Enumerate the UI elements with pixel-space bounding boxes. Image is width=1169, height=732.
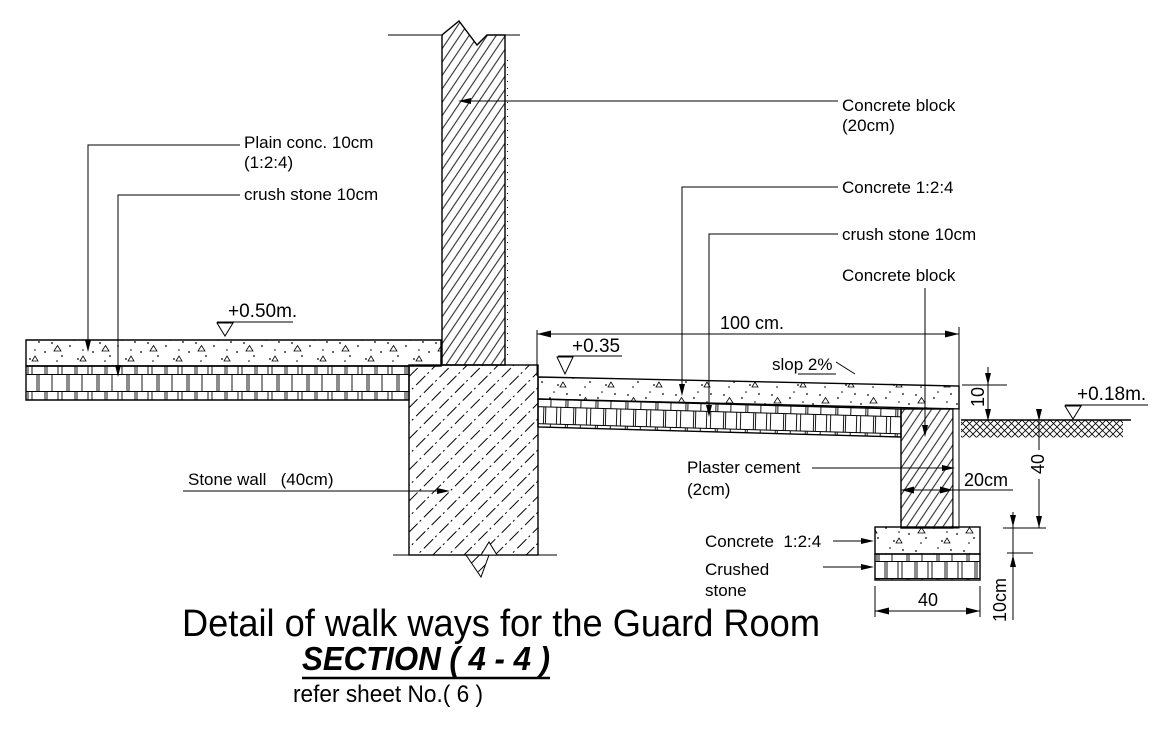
plaster-layer (952, 408, 960, 529)
footing-crushed-stone (874, 553, 981, 581)
callout-label: Plaster cement (687, 458, 801, 477)
callout-concrete-mid: Concrete 1:2:4 (679, 178, 954, 396)
callout-stone-wall: Stone wall (40cm) (183, 470, 450, 494)
dim-value: 100 cm. (720, 313, 784, 333)
callout-concrete-block-wall: Concrete block (20cm) (458, 96, 956, 135)
ground-hatch (961, 420, 1123, 438)
dim-value: 40 (918, 590, 938, 610)
stone-wall-break-notch (480, 541, 498, 556)
callout-label: Concrete block (842, 96, 956, 115)
level-marker-mid: +0.35 (556, 336, 622, 376)
callout-label: Plain conc. 10cm (244, 133, 373, 152)
callout-label: Concrete 1:2:4 (842, 178, 954, 197)
section-title: SECTION ( 4 - 4 ) (302, 640, 550, 677)
dim-value: 10cm (990, 578, 1010, 622)
callout-label: (2cm) (687, 480, 730, 499)
dim-value: 40 (1028, 454, 1048, 474)
dim-step-10: 10 (962, 367, 1007, 421)
stone-wall-hatch (408, 364, 539, 556)
level-marker-left: +0.50m. (216, 301, 297, 337)
callout-label: crush stone 10cm (244, 185, 378, 204)
reference-note: refer sheet No.( 6 ) (293, 681, 483, 708)
level-triangle-icon (216, 322, 234, 337)
dim-footing-layer-10cm: 10cm (990, 512, 1033, 622)
footing-concrete (874, 526, 981, 555)
callout-label: (20cm) (842, 116, 895, 135)
level-marker-ground: +0.18m. (1064, 384, 1148, 420)
level-triangle-icon (1064, 405, 1082, 420)
level-triangle-icon (556, 356, 574, 376)
callout-crush-stone-left: crush stone 10cm (115, 185, 378, 377)
callout-footing-crushed: Crushed stone (705, 560, 874, 600)
concrete-block-wall-hatch (441, 19, 506, 366)
left-slab-plain-concrete (25, 339, 442, 367)
dim-pillar-20cm: 20cm (901, 470, 1013, 494)
callout-concrete-block-pillar: Concrete block (842, 266, 956, 437)
drawing-title: Detail of walk ways for the Guard Room (182, 603, 820, 645)
callout-label: Stone wall (40cm) (188, 470, 334, 489)
dim-footing-width-40: 40 (874, 586, 981, 617)
callout-label: Concrete block (842, 266, 956, 285)
callout-footing-concrete: Concrete 1:2:4 (705, 532, 874, 551)
slope-annotation: slop 2% (772, 355, 856, 375)
dim-value: 10 (968, 387, 988, 407)
callout-label: Crushed (705, 560, 769, 579)
dim-depth-40: 40 (1003, 409, 1048, 529)
callout-crush-stone-mid: crush stone 10cm (706, 225, 976, 417)
callout-label: crush stone 10cm (842, 225, 976, 244)
slope-label: slop 2% (772, 355, 832, 374)
level-value: +0.50m. (228, 301, 297, 322)
level-value: +0.18m. (1077, 384, 1146, 405)
callout-label: Concrete 1:2:4 (705, 532, 821, 551)
callout-label: stone (705, 581, 747, 600)
callout-plaster: Plaster cement (2cm) (687, 458, 955, 499)
callout-label: (1:2:4) (244, 153, 293, 172)
level-value: +0.35 (572, 336, 620, 357)
dim-walkway-100cm: 100 cm. (536, 313, 960, 386)
callout-plain-concrete: Plain conc. 10cm (1:2:4) (85, 133, 373, 352)
dim-value: 20cm (964, 470, 1008, 490)
left-slab-crush-stone (25, 365, 410, 401)
stone-wall-break-spike (465, 554, 490, 579)
